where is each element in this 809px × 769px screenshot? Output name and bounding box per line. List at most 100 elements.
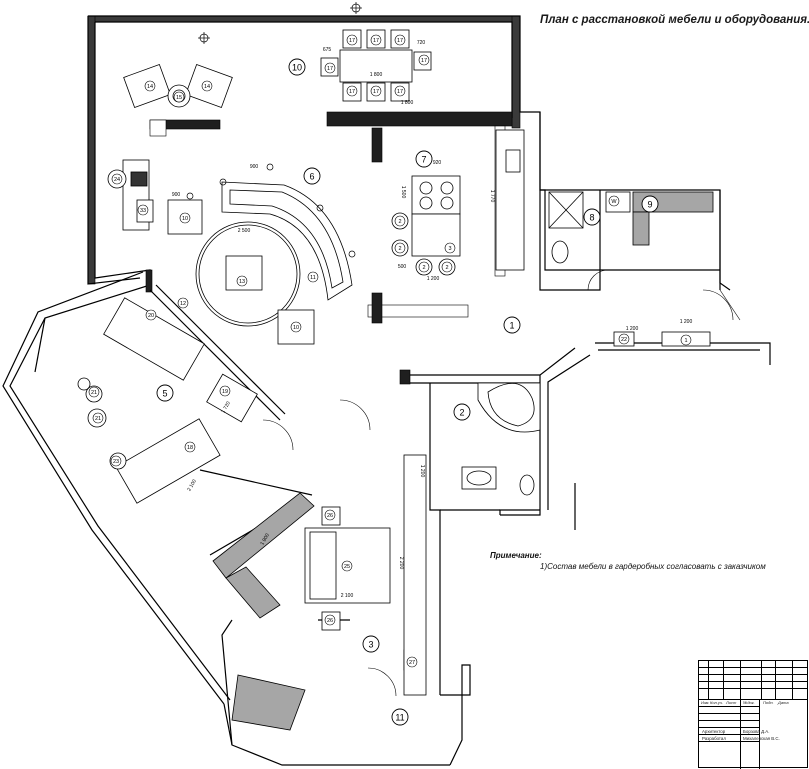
furniture-tag: W <box>608 195 620 207</box>
room-number: 9 <box>641 195 659 213</box>
furniture-tag: 17 <box>370 34 382 46</box>
svg-text:21: 21 <box>95 416 101 422</box>
svg-text:21: 21 <box>91 390 97 396</box>
furniture-tag: 24 <box>111 173 123 185</box>
svg-text:24: 24 <box>114 177 120 183</box>
dining-set <box>320 29 432 102</box>
note-heading: Примечание: <box>490 551 542 560</box>
furniture-tag: 15 <box>173 91 185 103</box>
furniture-tag: 17 <box>346 34 358 46</box>
dimension-label: 1 500 <box>400 186 406 199</box>
svg-text:33: 33 <box>140 208 146 214</box>
lamp-markers <box>186 2 362 258</box>
svg-text:10: 10 <box>293 325 299 331</box>
svg-text:2: 2 <box>422 265 425 271</box>
furniture-tag: 20 <box>145 309 157 321</box>
furniture-tag: 2 <box>394 242 406 254</box>
furniture-tag: 18 <box>184 441 196 453</box>
svg-text:11: 11 <box>310 275 316 281</box>
dimension-label: 1 200 <box>626 326 639 332</box>
dimension-label: 500 <box>398 264 407 270</box>
svg-text:2: 2 <box>459 408 464 418</box>
dimension-label: 1 770 <box>489 190 495 203</box>
furniture-tag: 2 <box>394 215 406 227</box>
furniture-tag: 17 <box>346 85 358 97</box>
room-number: 8 <box>583 208 601 226</box>
furniture-tag: 1 <box>680 334 692 346</box>
svg-text:10: 10 <box>182 216 188 222</box>
furniture-tag: 21 <box>92 412 104 424</box>
svg-text:11: 11 <box>395 713 404 723</box>
dimension-label: 920 <box>433 160 442 166</box>
svg-text:3: 3 <box>368 640 373 650</box>
dimension-label: 2 500 <box>238 228 251 234</box>
svg-text:17: 17 <box>421 58 427 64</box>
kitchen-island <box>391 129 525 276</box>
furniture-tag: 22 <box>618 333 630 345</box>
wardrobes <box>212 191 714 731</box>
interior-walls <box>145 111 513 385</box>
sheet-title: План с расстановкой мебели и оборудовани… <box>540 14 809 26</box>
stamp-person: Михалевская В.С. <box>743 736 780 741</box>
furniture-tag: 27 <box>406 656 418 668</box>
dimension-label: 1 720 <box>220 400 232 414</box>
living-sofa <box>167 181 353 345</box>
dimension-label: 2 100 <box>341 593 354 599</box>
svg-text:17: 17 <box>373 89 379 95</box>
furniture-tag: 14 <box>144 80 156 92</box>
stamp-header: №док. <box>743 700 755 705</box>
svg-text:17: 17 <box>349 89 355 95</box>
furniture-tag: 26 <box>324 614 336 626</box>
svg-text:1: 1 <box>509 321 514 331</box>
diagonal-partitions <box>34 284 313 556</box>
room-number: 2 <box>453 403 471 421</box>
furniture-tag: 14 <box>201 80 213 92</box>
svg-text:9: 9 <box>647 200 652 210</box>
dimension-label: 2 100 <box>186 478 198 492</box>
stamp-header: Изм. <box>701 700 710 705</box>
svg-text:2: 2 <box>398 246 401 252</box>
dimension-label: 1 200 <box>680 319 693 325</box>
stamp-header: Кол.уч. <box>710 700 724 705</box>
room-number: 1 <box>503 316 521 334</box>
desk-left <box>107 159 154 231</box>
svg-text:17: 17 <box>373 38 379 44</box>
svg-text:20: 20 <box>148 313 154 319</box>
stamp-header: Подп. <box>763 700 774 705</box>
bathtub <box>461 382 541 496</box>
furniture-tag: 2 <box>441 261 453 273</box>
svg-text:17: 17 <box>349 38 355 44</box>
furniture-tag: 11 <box>307 271 319 283</box>
room-number: 5 <box>156 384 174 402</box>
dimension-label: 1 200 <box>427 276 440 282</box>
svg-text:23: 23 <box>113 459 119 465</box>
dimension-label: 2 200 <box>398 557 404 570</box>
room-number: 11 <box>391 708 409 726</box>
furniture-tag: 19 <box>219 385 231 397</box>
svg-text:25: 25 <box>344 564 350 570</box>
door-swings <box>262 269 741 697</box>
svg-text:W: W <box>611 199 617 205</box>
svg-text:2: 2 <box>398 219 401 225</box>
svg-text:3: 3 <box>448 246 451 252</box>
dimension-label: 1 200 <box>419 465 425 478</box>
svg-text:26: 26 <box>327 618 333 624</box>
furniture-tag: 2 <box>418 261 430 273</box>
furniture-tag: 10 <box>179 212 191 224</box>
furniture-tag: 17 <box>418 54 430 66</box>
svg-text:7: 7 <box>421 155 426 165</box>
room-5-furniture <box>77 297 258 504</box>
note-line: 1)Состав мебели в гардеробных согласоват… <box>540 562 766 571</box>
svg-text:17: 17 <box>397 38 403 44</box>
svg-text:22: 22 <box>621 337 627 343</box>
stamp-role: Архитектор <box>702 729 726 734</box>
svg-text:12: 12 <box>180 301 186 307</box>
svg-text:17: 17 <box>327 66 333 72</box>
dimension-label: 1 800 <box>370 72 383 78</box>
bedroom-furniture <box>304 454 427 696</box>
dimension-label: 900 <box>250 164 259 170</box>
dimension-label: 900 <box>172 192 181 198</box>
furniture-tag: 23 <box>110 455 122 467</box>
